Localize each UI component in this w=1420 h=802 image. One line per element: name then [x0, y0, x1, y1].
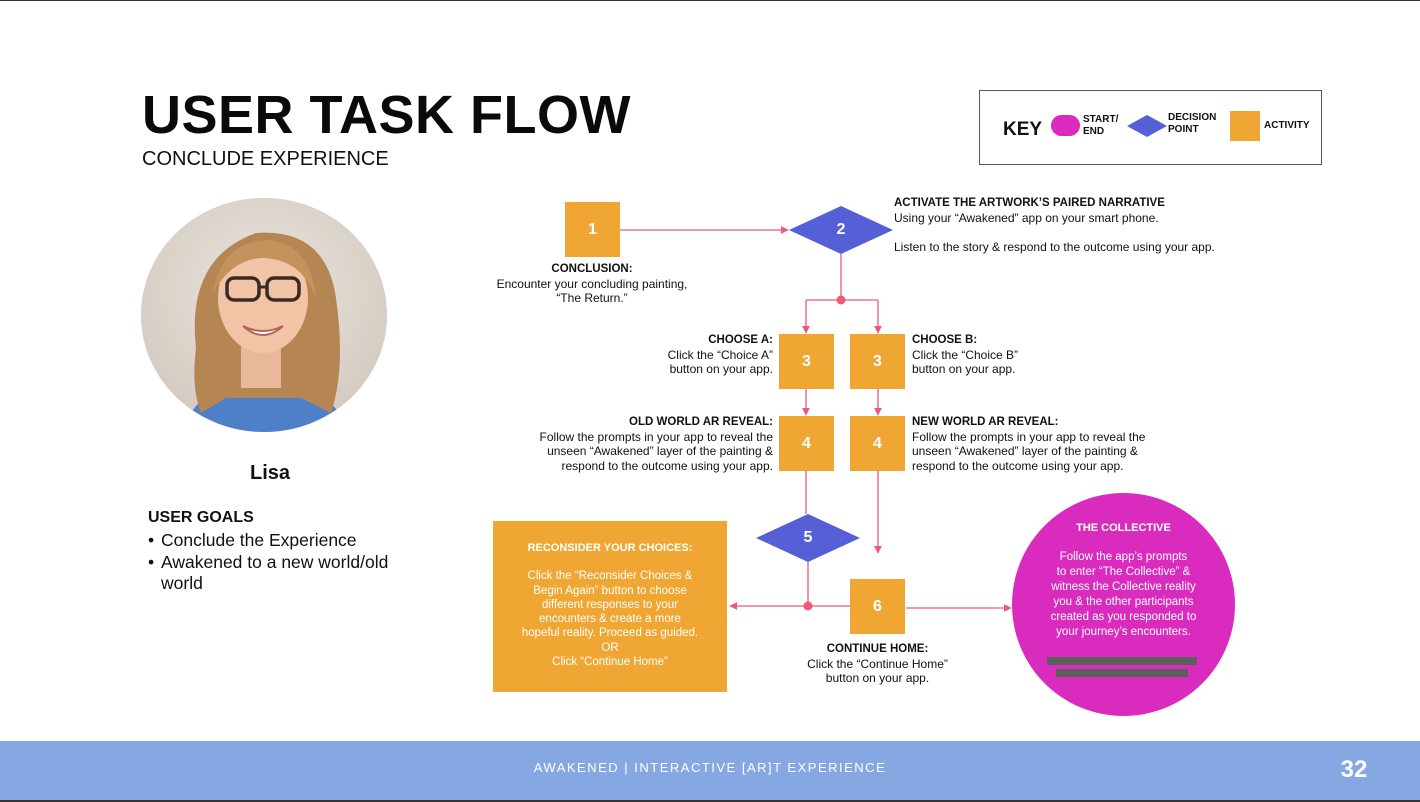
junction-dot-5 [803, 601, 813, 611]
persona-avatar [141, 198, 387, 432]
step6-line: Click the “Continue Home” [807, 656, 948, 671]
step4a-label: OLD WORLD AR REVEAL: Follow the prompts … [490, 415, 773, 473]
user-goals-list: Conclude the Experience Awakened to a ne… [148, 530, 408, 595]
decision-diamond-5 [756, 514, 860, 562]
step4a-title: OLD WORLD AR REVEAL: [629, 416, 773, 428]
step3a-line: Click the “Choice A” [667, 347, 773, 362]
reconsider-activity-box: RECONSIDER YOUR CHOICES: Click the “Reco… [493, 521, 727, 692]
step1-line: Encounter your concluding painting, [496, 276, 688, 291]
step3b-label: CHOOSE B: Click the “Choice B” button on… [912, 333, 1018, 377]
step6-label: CONTINUE HOME: Click the “Continue Home”… [780, 642, 975, 686]
step3a-line: button on your app. [669, 362, 773, 376]
activity-box-3a: 3 [779, 334, 834, 389]
persona-name: Lisa [250, 462, 291, 484]
step3b-line: button on your app. [912, 362, 1016, 376]
collective-redaction-bar [1056, 669, 1188, 677]
step1-title: CONCLUSION: [551, 263, 633, 275]
user-goal-item: Awakened to a new world/old world [148, 552, 408, 595]
page-title: USER TASK FLOW [142, 85, 631, 145]
flow-diagram [620, 206, 1012, 612]
collective-body: Follow the app’s prompts to enter “The C… [1030, 550, 1217, 640]
activity-box-6: 6 [850, 579, 905, 634]
reconsider-line: encounters & create a more [539, 613, 681, 626]
step6-line: button on your app. [825, 671, 930, 685]
page-number: 32 [1340, 756, 1368, 783]
step3a-title: CHOOSE A: [708, 334, 773, 346]
step6-title: CONTINUE HOME: [826, 643, 929, 655]
step3b-title: CHOOSE B: [912, 334, 978, 346]
legend-start-end-shape [1051, 115, 1080, 136]
reconsider-line: Click the “Reconsider Choices & [527, 570, 693, 583]
step4a-line: Follow the prompts in your app to reveal… [539, 429, 773, 444]
collective-redaction-bar [1047, 657, 1197, 665]
collective-line: you & the other participants [1053, 596, 1194, 608]
legend-activity-shape [1230, 111, 1260, 141]
legend-key: KEY START/ END DECISION POINT ACTIVITY [979, 90, 1322, 165]
step1-line: “The Return.” [556, 291, 628, 305]
step4b-line: Follow the prompts in your app to reveal… [912, 429, 1146, 444]
step4b-title: NEW WORLD AR REVEAL: [912, 416, 1059, 428]
reconsider-title: RECONSIDER YOUR CHOICES: [527, 542, 693, 554]
decision-number-2: 2 [836, 221, 846, 238]
activity-box-3b: 3 [850, 334, 905, 389]
step4a-line: unseen “Awakened” layer of the painting … [547, 444, 773, 458]
collective-line: created as you responded to [1050, 611, 1197, 623]
step4b-line: unseen “Awakened” layer of the painting … [912, 444, 1138, 458]
reconsider-line: OR [601, 641, 619, 654]
collective-line: witness the Collective reality [1051, 581, 1196, 593]
page-subtitle: CONCLUDE EXPERIENCE [142, 148, 389, 170]
collective-line: your journey’s encounters. [1056, 626, 1191, 638]
legend-decision-line-2: POINT [1168, 124, 1199, 135]
legend-decision-line-1: DECISION [1168, 112, 1217, 123]
legend-title: KEY [1003, 119, 1043, 140]
legend-decision-label: DECISION POINT [1168, 112, 1216, 136]
step2-title: ACTIVATE THE ARTWORK’S PAIRED NARRATIVE [894, 197, 1165, 209]
legend-start-end-line-2: END [1083, 126, 1105, 137]
legend-start-end-label: START/ END [1083, 114, 1118, 138]
step1-label: CONCLUSION: Encounter your concluding pa… [482, 262, 702, 306]
top-border [0, 0, 1420, 1]
bottom-border [0, 800, 1420, 802]
activity-box-4a: 4 [779, 416, 834, 471]
step4a-line: respond to the outcome using your app. [561, 458, 773, 473]
user-goal-item: Conclude the Experience [148, 530, 408, 552]
reconsider-line: Begin Again” button to choose [533, 584, 687, 597]
step3a-label: CHOOSE A: Click the “Choice A” button on… [600, 333, 773, 377]
activity-box-1: 1 [565, 202, 620, 257]
junction-dot-2 [836, 295, 846, 305]
step4b-line: respond to the outcome using your app. [912, 458, 1124, 473]
decision-number-5: 5 [803, 529, 813, 546]
step2-line: Listen to the story & respond to the out… [894, 239, 1215, 254]
reconsider-line: different responses to your [542, 598, 678, 611]
reconsider-line: Click “Continue Home” [552, 656, 668, 669]
user-goals-title: USER GOALS [148, 509, 254, 526]
step2-line: Using your “Awakened” app on your smart … [894, 210, 1159, 225]
footer-bar: AWAKENED | INTERACTIVE [AR]T EXPERIENCE … [0, 741, 1420, 800]
legend-start-end-line-1: START/ [1083, 114, 1119, 125]
step2-label: ACTIVATE THE ARTWORK’S PAIRED NARRATIVE … [894, 196, 1215, 254]
collective-line: to enter “The Collective” & [1056, 566, 1191, 578]
collective-title: THE COLLECTIVE [1076, 522, 1171, 534]
collective-line: Follow the app’s prompts [1059, 551, 1188, 563]
legend-decision-shape [1127, 115, 1167, 137]
step3b-line: Click the “Choice B” [912, 347, 1019, 362]
collective-end-circle: THE COLLECTIVE Follow the app’s prompts … [1012, 493, 1235, 716]
legend-activity-label: ACTIVITY [1264, 120, 1310, 131]
step4b-label: NEW WORLD AR REVEAL: Follow the prompts … [912, 415, 1145, 473]
footer-text: AWAKENED | INTERACTIVE [AR]T EXPERIENCE [533, 760, 887, 775]
activity-box-4b: 4 [850, 416, 905, 471]
decision-diamond-2 [789, 206, 893, 254]
reconsider-line: hopeful reality. Proceed as guided. [521, 627, 699, 640]
persona-photo [141, 198, 387, 432]
